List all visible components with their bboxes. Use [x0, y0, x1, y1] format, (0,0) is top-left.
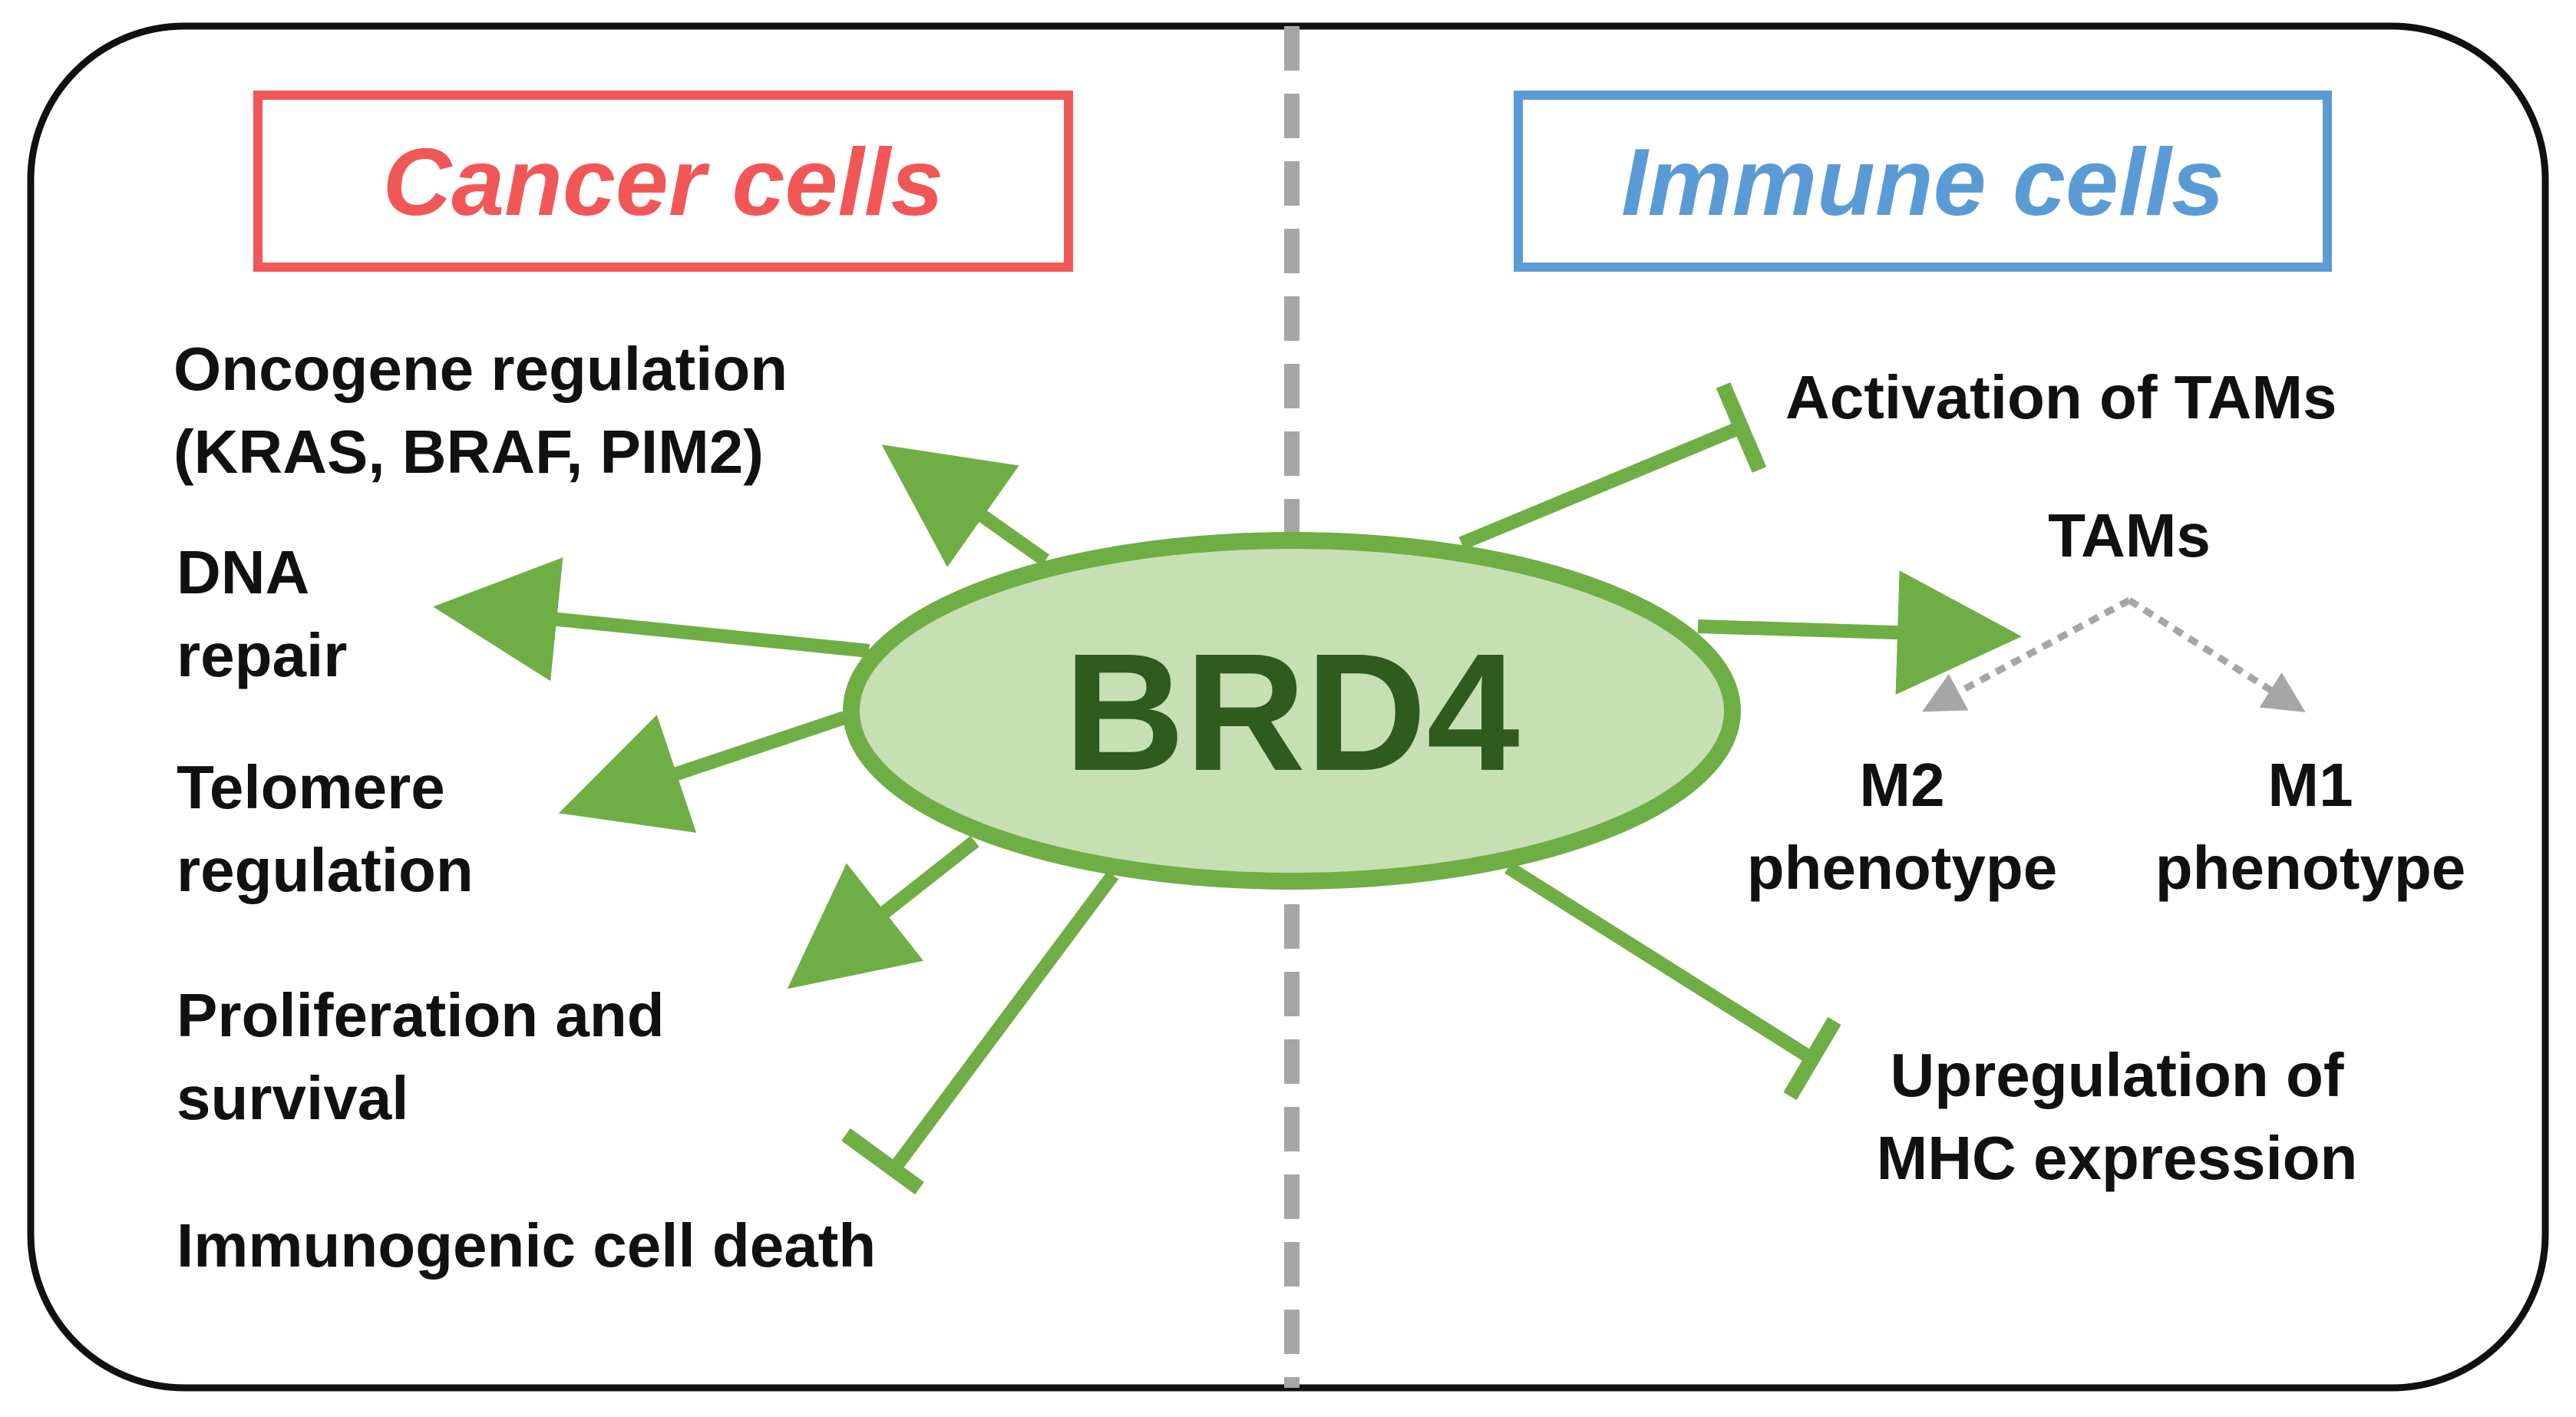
label-immunogenic-cell-death: Immunogenic cell death: [177, 1211, 876, 1280]
arrow-dna-repair: [433, 557, 870, 682]
label-tams: TAMs: [2048, 501, 2211, 570]
label-oncogene-regulation: Oncogene regulation(KRAS, BRAF, PIM2): [173, 335, 788, 486]
dotted-arrow-m1: [2127, 597, 2306, 712]
inhibit-line-activation-tams: [1458, 419, 1747, 550]
inhibit-bar-mhc: [1783, 1016, 1841, 1101]
brd4-ellipse: [843, 532, 1741, 890]
inhibit-bar-activation-tams: [1716, 382, 1767, 473]
label-activation-of-tams: Activation of TAMs: [1785, 363, 2337, 431]
cancer-cells-header: Cancer cells: [383, 130, 944, 236]
immune-cells-header-box: [1514, 91, 2332, 272]
immune-cells-header: Immune cells: [1621, 130, 2224, 236]
arrow-oncogene-regulation: [881, 444, 1050, 567]
cancer-cells-header-box: [253, 91, 1073, 272]
brd4-label: BRD4: [1064, 619, 1520, 806]
dotted-arrow-m2: [1922, 597, 2132, 712]
arrow-proliferation: [787, 835, 979, 989]
inhibit-line-mhc: [1504, 861, 1817, 1065]
arrow-telomere-regulation: [558, 711, 847, 833]
arrow-tams: [1697, 570, 2022, 695]
inhibit-bar-immunogenic: [841, 1128, 924, 1195]
inhibit-line-immunogenic: [890, 870, 1119, 1171]
